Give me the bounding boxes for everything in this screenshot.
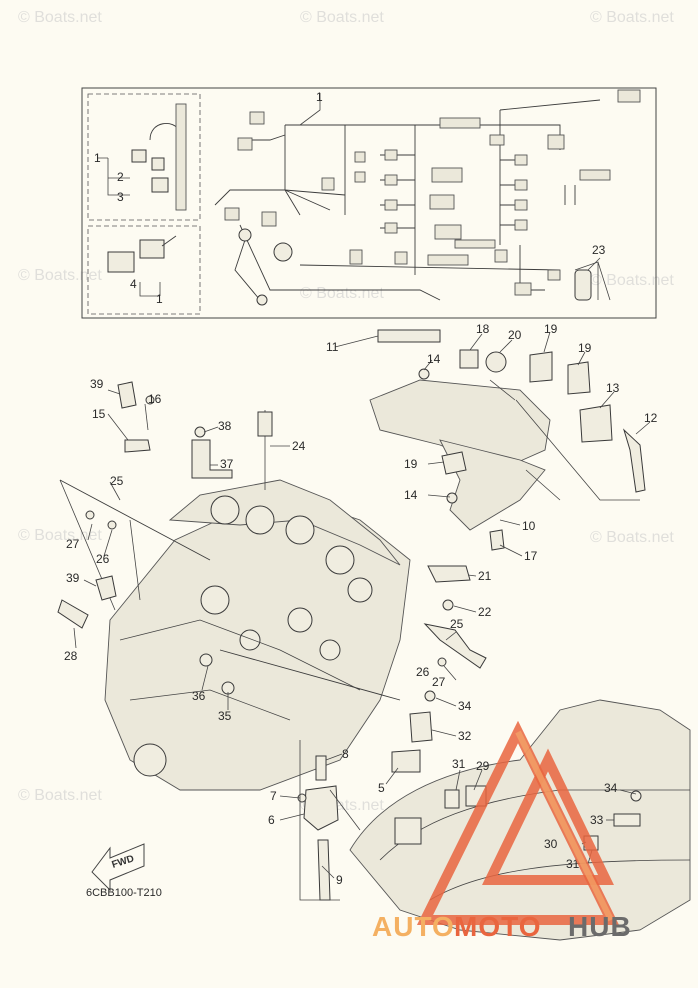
callout-11: 11 [326, 340, 339, 354]
callout-5: 5 [378, 781, 385, 795]
callout-1: 1 [316, 90, 323, 104]
callout-31: 31 [452, 757, 466, 771]
callout-19: 19 [578, 341, 592, 355]
callout-39: 39 [90, 377, 104, 391]
fwd-arrow-icon: FWD [91, 843, 145, 892]
callout-22: 22 [478, 605, 492, 619]
watermark: © Boats.net [590, 9, 674, 26]
watermark: © Boats.net [590, 272, 674, 289]
callout-10: 10 [522, 519, 536, 533]
callout-39: 39 [66, 571, 80, 585]
callout-9: 9 [336, 873, 343, 887]
wiring-harness-box [81, 87, 657, 319]
callout-27: 27 [66, 537, 80, 551]
callout-25: 25 [450, 617, 464, 631]
callout-8: 8 [342, 747, 349, 761]
callout-1: 1 [94, 151, 101, 165]
callout-4: 4 [130, 277, 137, 291]
callout-28: 28 [64, 649, 78, 663]
watermark: © Boats.net [590, 529, 674, 546]
brand-word-auto: AUTO [372, 911, 455, 942]
callout-19: 19 [544, 322, 558, 336]
callout-12: 12 [644, 411, 658, 425]
triangle-logo-icon [416, 720, 620, 925]
callout-38: 38 [218, 419, 232, 433]
callout-35: 35 [218, 709, 232, 723]
callout-2: 2 [117, 170, 124, 184]
callout-1: 1 [156, 292, 163, 306]
callout-labels: 1 1 2 3 4 1 23 11 14 18 20 19 19 13 12 3… [64, 90, 658, 887]
callout-27: 27 [432, 675, 446, 689]
watermark: © Boats.net [300, 9, 384, 26]
callout-6: 6 [268, 813, 275, 827]
watermark: © Boats.net [18, 527, 102, 544]
brand-word-moto: MOTO [454, 911, 541, 942]
watermark: © Boats.net [300, 285, 384, 302]
callout-21: 21 [478, 569, 492, 583]
callout-29: 29 [476, 759, 490, 773]
engine-block [57, 381, 411, 791]
callout-33: 33 [590, 813, 604, 827]
brand-word-hub: HUB [568, 911, 632, 942]
callout-32: 32 [458, 729, 472, 743]
callout-24: 24 [292, 439, 306, 453]
callout-34: 34 [458, 699, 472, 713]
diagram-code: 6CBB100-T210 [86, 887, 162, 899]
brand-logo: AUTO MOTO HUB [372, 720, 632, 942]
callout-13: 13 [606, 381, 620, 395]
watermark: © Boats.net [18, 267, 102, 284]
callout-30: 30 [544, 837, 558, 851]
callout-14: 14 [427, 352, 441, 366]
callout-18: 18 [476, 322, 490, 336]
callout-15: 15 [92, 407, 106, 421]
watermark: © Boats.net [18, 787, 102, 804]
callout-26: 26 [96, 552, 110, 566]
callout-37: 37 [220, 457, 234, 471]
callout-34: 34 [604, 781, 618, 795]
callout-26: 26 [416, 665, 430, 679]
callout-3: 3 [117, 190, 124, 204]
callout-17: 17 [524, 549, 538, 563]
callout-7: 7 [270, 789, 277, 803]
callout-20: 20 [508, 328, 522, 342]
callout-36: 36 [192, 689, 206, 703]
watermark: © Boats.net [18, 9, 102, 26]
callout-14: 14 [404, 488, 418, 502]
callout-23: 23 [592, 243, 606, 257]
bottom-cowling [299, 699, 691, 941]
callout-19: 19 [404, 457, 418, 471]
callout-16: 16 [148, 392, 162, 406]
callout-25: 25 [110, 474, 124, 488]
